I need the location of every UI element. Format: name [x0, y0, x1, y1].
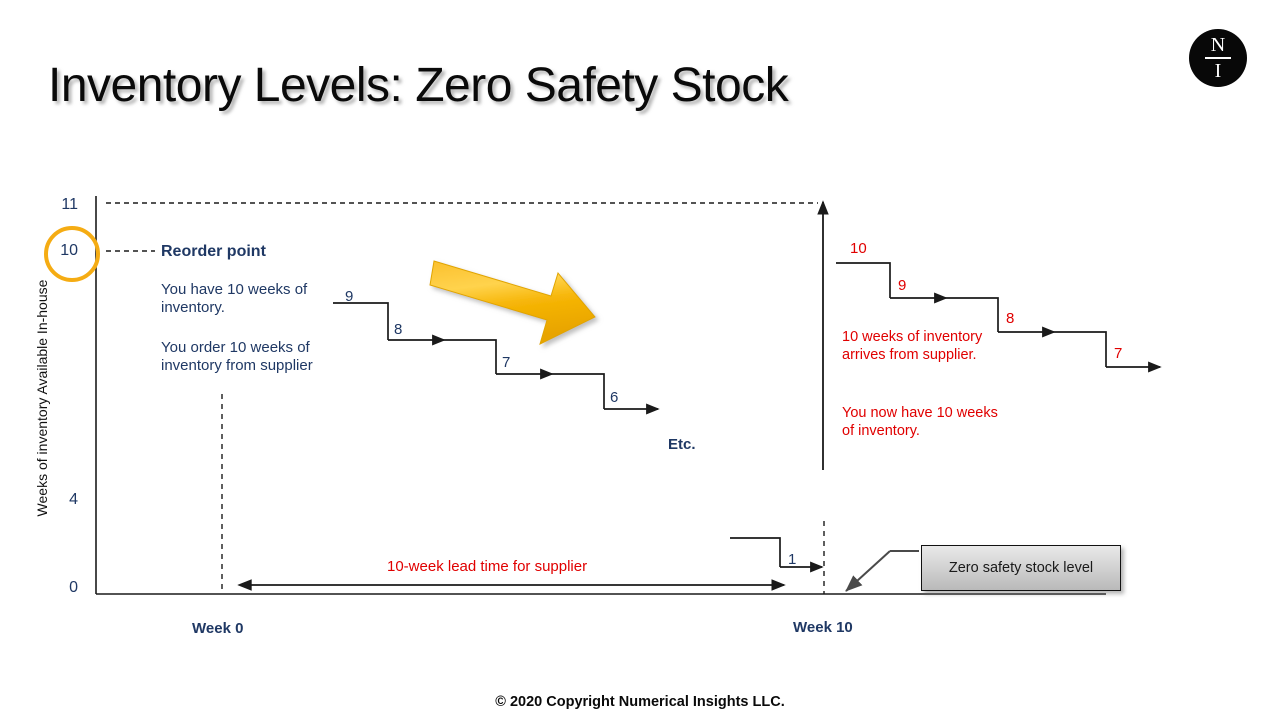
y-tick-11: 11: [61, 196, 78, 213]
step-label-6: 6: [610, 389, 619, 406]
note-inventory-arrives: 10 weeks of inventory arrives from suppl…: [842, 329, 983, 363]
note-you-order: You order 10 weeks of inventory from sup…: [161, 339, 313, 375]
logo-letter-i: I: [1214, 59, 1222, 82]
replenished-step-label-10: 10: [850, 240, 867, 257]
step-label-8: 8: [394, 321, 403, 338]
depletion-staircase: [333, 302, 660, 415]
zero-safety-stock-callout: Zero safety stock level: [921, 545, 1121, 591]
step-label-7: 7: [502, 354, 511, 371]
reorder-point-highlight-circle: [44, 226, 100, 282]
y-axis-title: Weeks of inventory Available In-house: [34, 279, 50, 517]
x-tick-week-0: Week 0: [192, 620, 244, 637]
reorder-point-label: Reorder point: [161, 243, 266, 260]
replenished-step-label-9: 9: [898, 277, 907, 294]
replenished-step-label-7: 7: [1114, 345, 1123, 362]
etc-label: Etc.: [668, 436, 696, 453]
step-label-9: 9: [345, 288, 354, 305]
page-title: Inventory Levels: Zero Safety Stock: [48, 59, 789, 112]
y-tick-0: 0: [69, 579, 78, 596]
x-tick-week-10: Week 10: [793, 619, 853, 636]
replenished-step-label-8: 8: [1006, 310, 1015, 327]
note-you-have: You have 10 weeks of inventory.: [161, 281, 308, 317]
logo-letter-n: N: [1210, 34, 1226, 57]
y-tick-4: 4: [69, 491, 78, 508]
lead-time-label: 10-week lead time for supplier: [387, 558, 588, 575]
note-now-have: You now have 10 weeks of inventory.: [842, 405, 998, 439]
step-label-1: 1: [788, 551, 797, 568]
replenished-staircase: [836, 262, 1162, 373]
final-depletion-step: [730, 537, 824, 573]
company-logo: N I: [1189, 29, 1247, 87]
trend-arrow-icon: [429, 260, 596, 345]
logo-divider-line: [1205, 57, 1231, 59]
callout-leader-line: [845, 550, 919, 592]
copyright-footer: © 2020 Copyright Numerical Insights LLC.: [495, 694, 785, 710]
